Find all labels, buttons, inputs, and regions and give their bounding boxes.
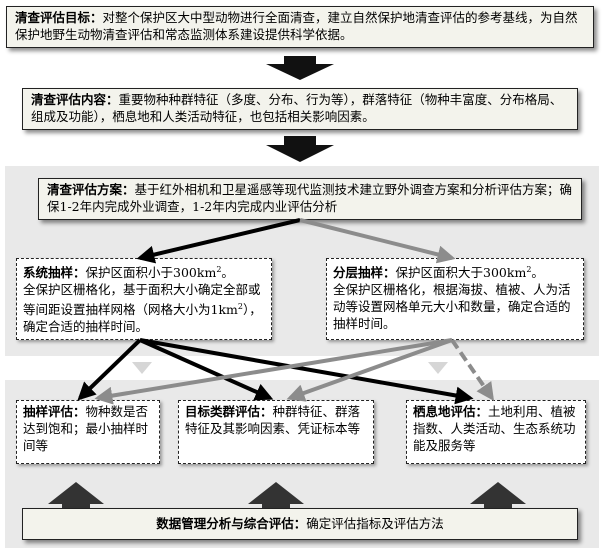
systematic-label: 系统抽样： <box>23 265 86 281</box>
systematic-sampling-box: 系统抽样：保护区面积小于300km2。 全保护区栅格化，基于面积大小确定全部或等… <box>16 258 272 340</box>
stratified-line1-end: 。 <box>531 265 544 281</box>
stratified-line1: 保护区面积大于300km <box>395 265 527 281</box>
arrow-plan-to-stratified <box>299 218 456 264</box>
down-arrow-1 <box>266 56 334 80</box>
sampling-eval-text: 物种数是否达到饱和；最小抽样时间等 <box>23 404 149 453</box>
faint-chevron-right <box>428 362 448 374</box>
systematic-line1-sup: 2 <box>216 265 222 274</box>
arrow-systematic-to-habitat-eval <box>139 338 474 405</box>
faint-chevron-left <box>132 362 152 374</box>
habitat-evaluation-box: 栖息地评估：土地利用、植被指数、人类活动、生态系统功能及服务等 <box>406 400 586 464</box>
systematic-text: 全保护区栅格化，基于面积大小确定全部或等间距设置抽样网格（网格大小为1km <box>23 282 261 318</box>
habitat-eval-text: 土地利用、植被指数、人类活动、生态系统功能及服务等 <box>413 404 576 453</box>
arrow-stratified-to-sampling-eval <box>94 338 453 405</box>
stratified-text: 全保护区栅格化，根据海拔、植被、人为活动等设置网格单元大小和数量，确定合适的抽样… <box>333 282 571 332</box>
plan-label: 清查评估方案： <box>47 182 135 197</box>
systematic-text-sup: 2 <box>237 302 243 312</box>
content-text: 重要物种种群特征（多度、分布、行为等），群落特征（物种丰富度、分布格局、组成及功… <box>31 92 563 124</box>
data-mgmt-text: 确定评估指标及评估方法 <box>306 516 444 531</box>
systematic-line1-end: 。 <box>221 265 234 281</box>
sampling-eval-label: 抽样评估： <box>23 404 86 419</box>
arrow-stratified-to-habitat-eval <box>450 338 495 401</box>
arrow-plan-to-systematic <box>136 218 301 264</box>
content-label: 清查评估内容： <box>31 92 119 107</box>
arrow-stratified-to-group-eval <box>286 338 453 402</box>
systematic-line1: 保护区面积小于300km <box>85 265 217 281</box>
data-management-box: 数据管理分析与综合评估：确定评估指标及评估方法 <box>22 508 578 540</box>
habitat-eval-label: 栖息地评估： <box>413 404 489 419</box>
goal-box: 清查评估目标：对整个保护区大中型动物进行全面清查，建立自然保护地清查评估的参考基… <box>6 6 594 48</box>
content-box: 清查评估内容：重要物种种群特征（多度、分布、行为等），群落特征（物种丰富度、分布… <box>22 88 578 130</box>
goal-label: 清查评估目标： <box>15 10 103 25</box>
stratified-label: 分层抽样： <box>333 265 396 281</box>
target-group-evaluation-box: 目标类群评估：种群特征、群落特征及其影响因素、凭证标本等 <box>178 400 374 464</box>
stratified-sampling-box: 分层抽样：保护区面积大于300km2。 全保护区栅格化，根据海拔、植被、人为活动… <box>326 258 584 340</box>
stratified-line1-sup: 2 <box>526 265 532 274</box>
plan-box: 清查评估方案：基于红外相机和卫星遥感等现代监测技术建立野外调查方案和分析评估方案… <box>38 178 582 220</box>
systematic-text-end: ），确定合适的抽样时间。 <box>23 302 262 335</box>
group-eval-label: 目标类群评估： <box>185 404 273 419</box>
sampling-evaluation-box: 抽样评估：物种数是否达到饱和；最小抽样时间等 <box>16 400 160 464</box>
down-arrow-2 <box>266 136 334 162</box>
group-eval-text: 种群特征、群落特征及其影响因素、凭证标本等 <box>185 404 361 436</box>
data-mgmt-label: 数据管理分析与综合评估： <box>156 516 307 531</box>
arrow-systematic-to-group-eval <box>139 338 274 401</box>
arrow-systematic-to-sampling-eval <box>77 338 142 401</box>
plan-text: 基于红外相机和卫星遥感等现代监测技术建立野外调查方案和分析评估方案；确保1-2年… <box>47 182 573 214</box>
goal-text: 对整个保护区大中型动物进行全面清查，建立自然保护地清查评估的参考基线，为自然保护… <box>15 10 578 42</box>
